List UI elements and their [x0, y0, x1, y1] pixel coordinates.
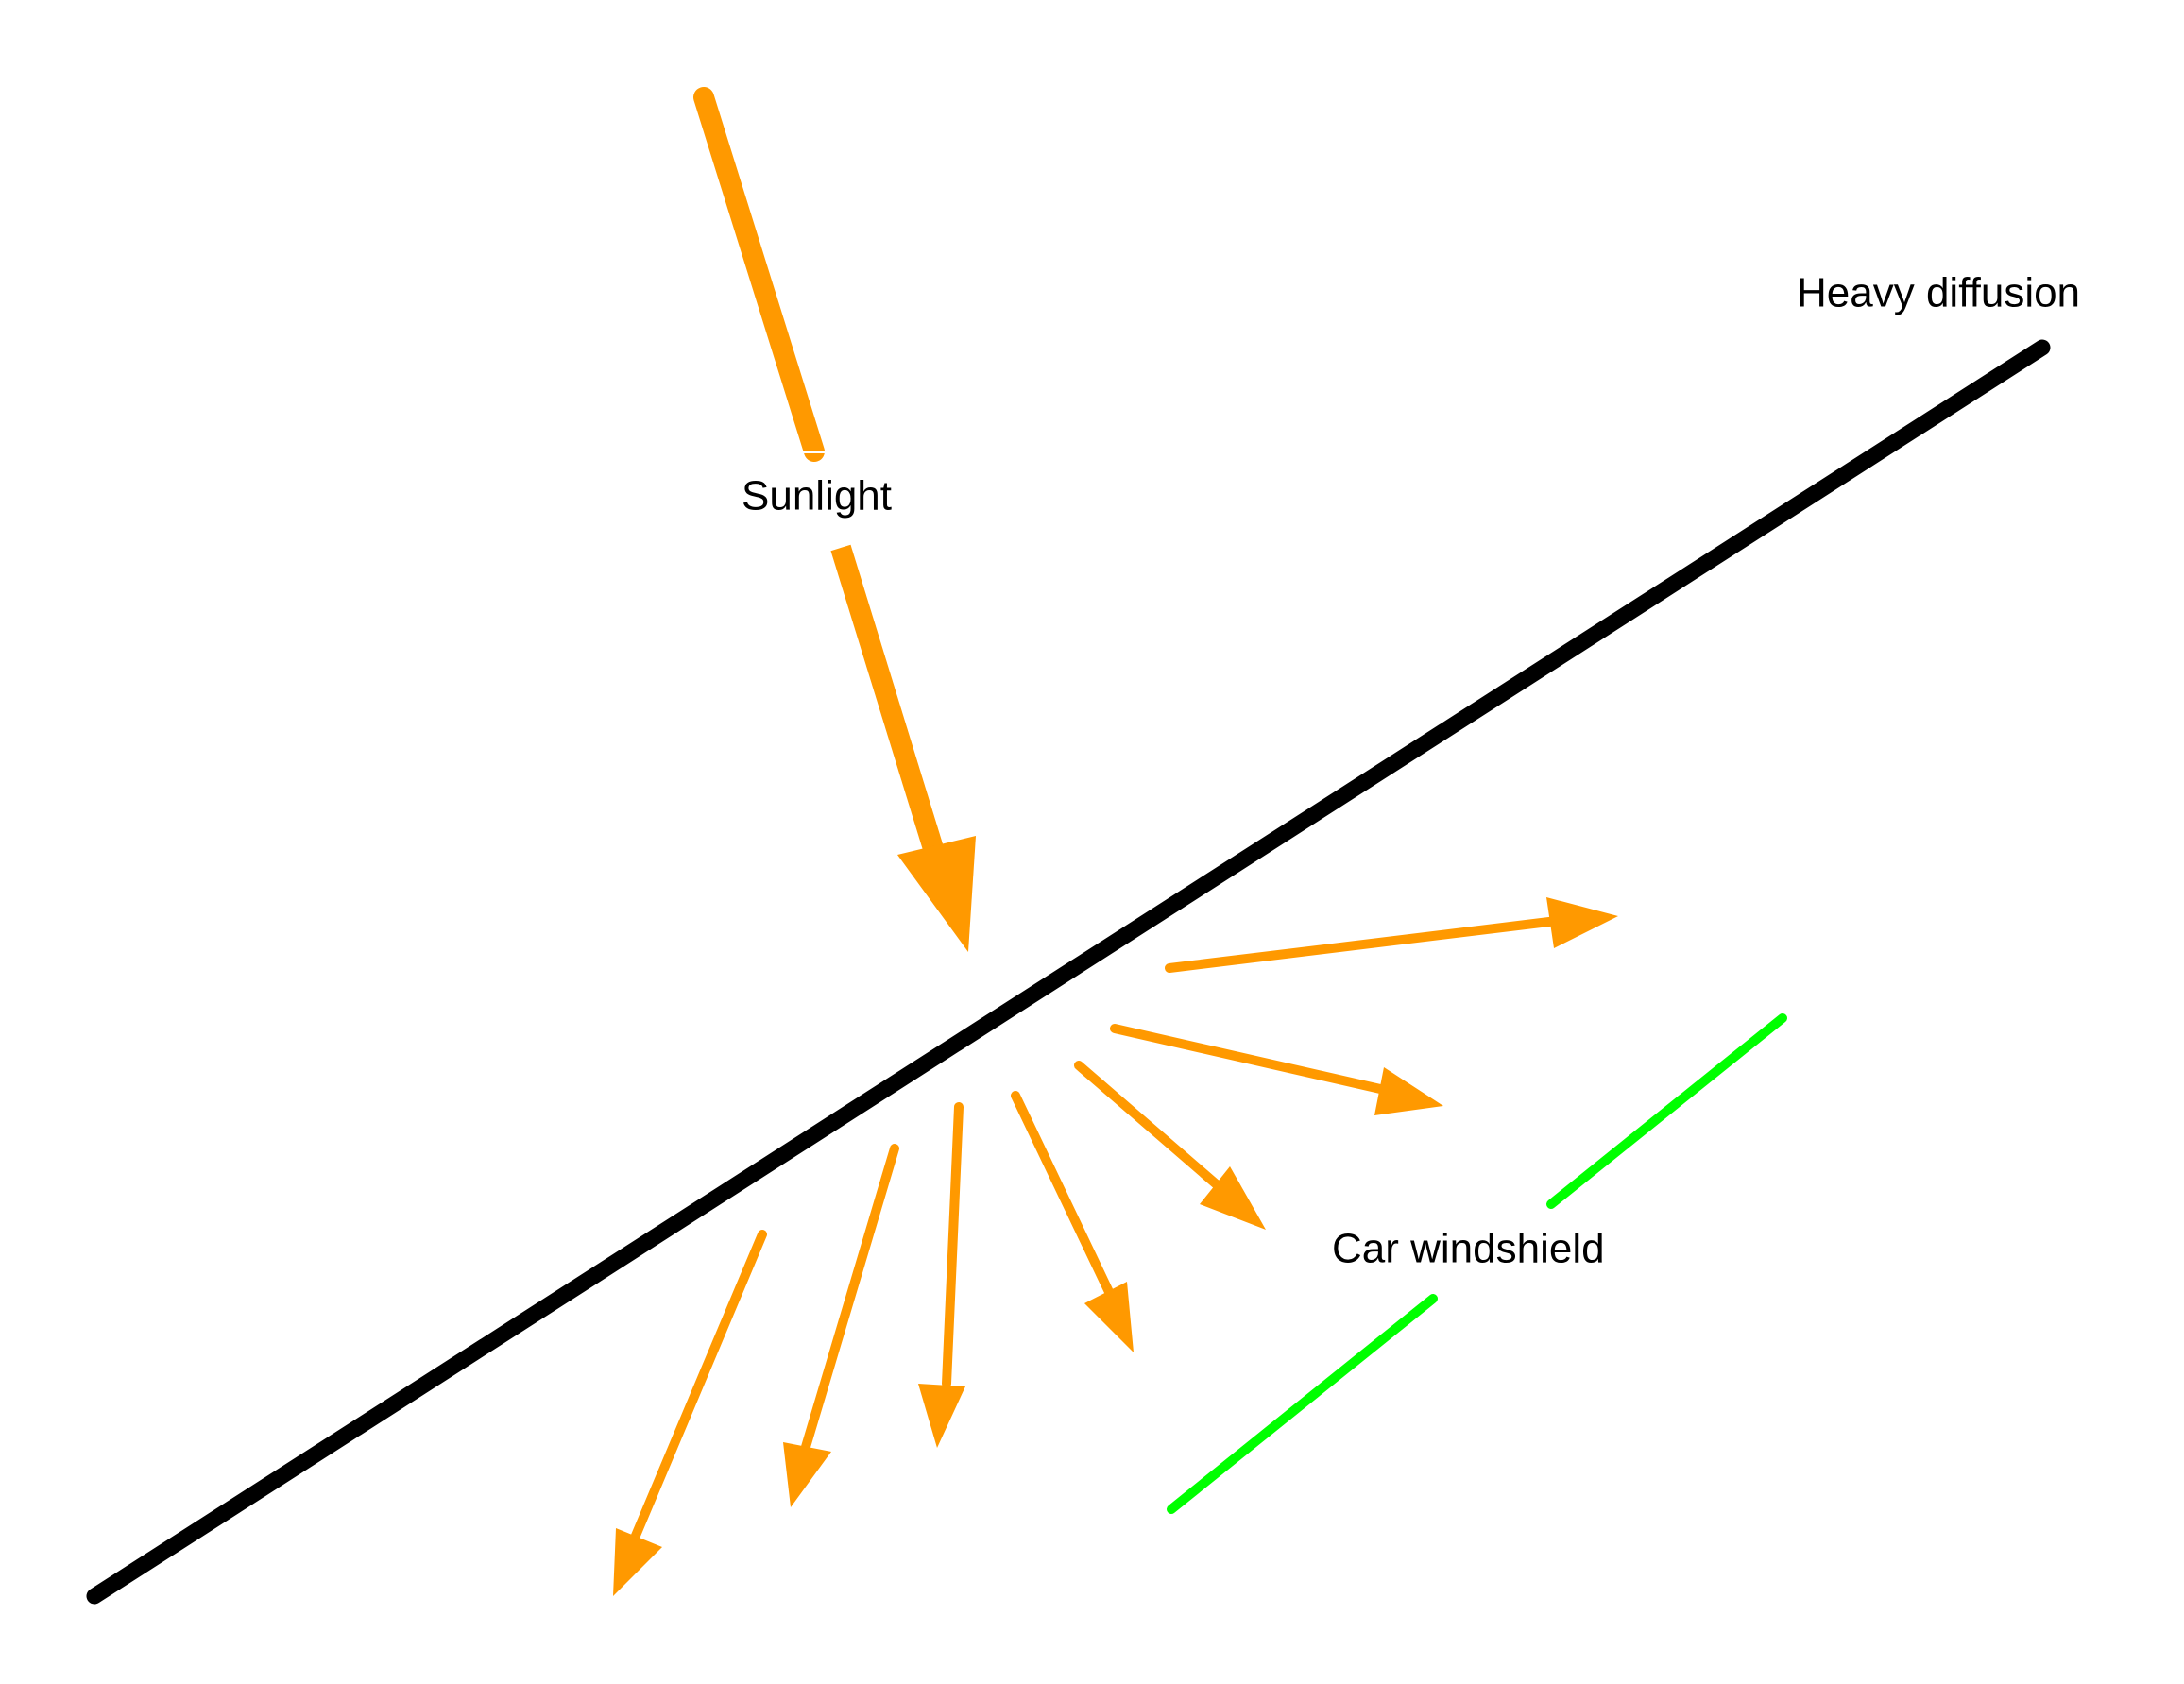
sunlight-shaft-lower	[830, 544, 946, 859]
scattered-ray-4	[1011, 1091, 1134, 1352]
car-windshield-label: Car windshield	[1332, 1226, 1605, 1272]
sunlight-shaft-upper	[693, 87, 825, 462]
windshield-upper-segment	[1546, 1013, 1787, 1209]
sunlight-shaft-cut	[793, 451, 850, 453]
diffusion-layer-line	[86, 339, 2051, 1605]
scattered-rays	[613, 897, 1618, 1596]
scattered-ray-6	[783, 1144, 899, 1507]
car-windshield-line	[1167, 1013, 1787, 1514]
sunlight-arrow	[693, 87, 976, 952]
scattered-ray-7	[613, 1230, 767, 1596]
sunlight-arrowhead	[897, 836, 976, 952]
scattered-ray-2	[1110, 1024, 1443, 1115]
scattered-ray-1	[1165, 897, 1618, 973]
scattered-ray-3	[1074, 1061, 1266, 1230]
windshield-lower-segment	[1167, 1294, 1438, 1514]
scattered-ray-5	[918, 1102, 965, 1448]
heavy-diffusion-label: Heavy diffusion	[1797, 270, 2080, 316]
sunlight-label: Sunlight	[742, 473, 892, 519]
